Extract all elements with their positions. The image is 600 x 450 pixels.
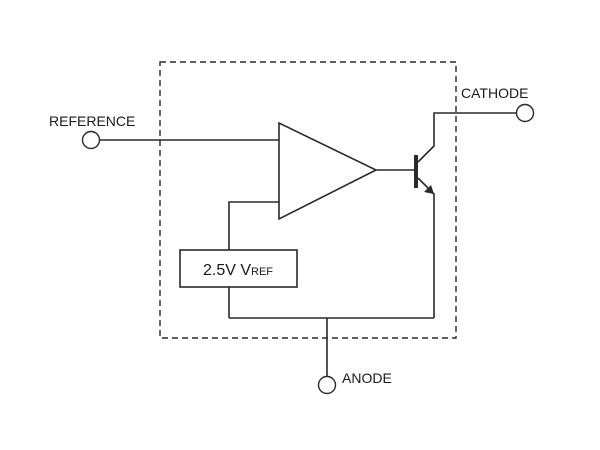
transistor-emitter — [417, 177, 435, 318]
emitter-arrow — [424, 185, 434, 194]
anode-terminal — [317, 375, 337, 395]
vref-label: 2.5V VREF — [203, 262, 273, 279]
cathode-terminal — [515, 103, 535, 123]
op-amp-triangle — [278, 121, 378, 221]
cathode-label: CATHODE — [461, 85, 528, 101]
reference-terminal — [81, 130, 101, 150]
reference-label: REFERENCE — [49, 113, 135, 129]
vref-box — [179, 249, 298, 288]
transistor-collector — [417, 112, 518, 163]
package-outline — [159, 61, 457, 339]
vref-feedback-wire — [228, 201, 279, 250]
anode-label: ANODE — [342, 370, 392, 386]
